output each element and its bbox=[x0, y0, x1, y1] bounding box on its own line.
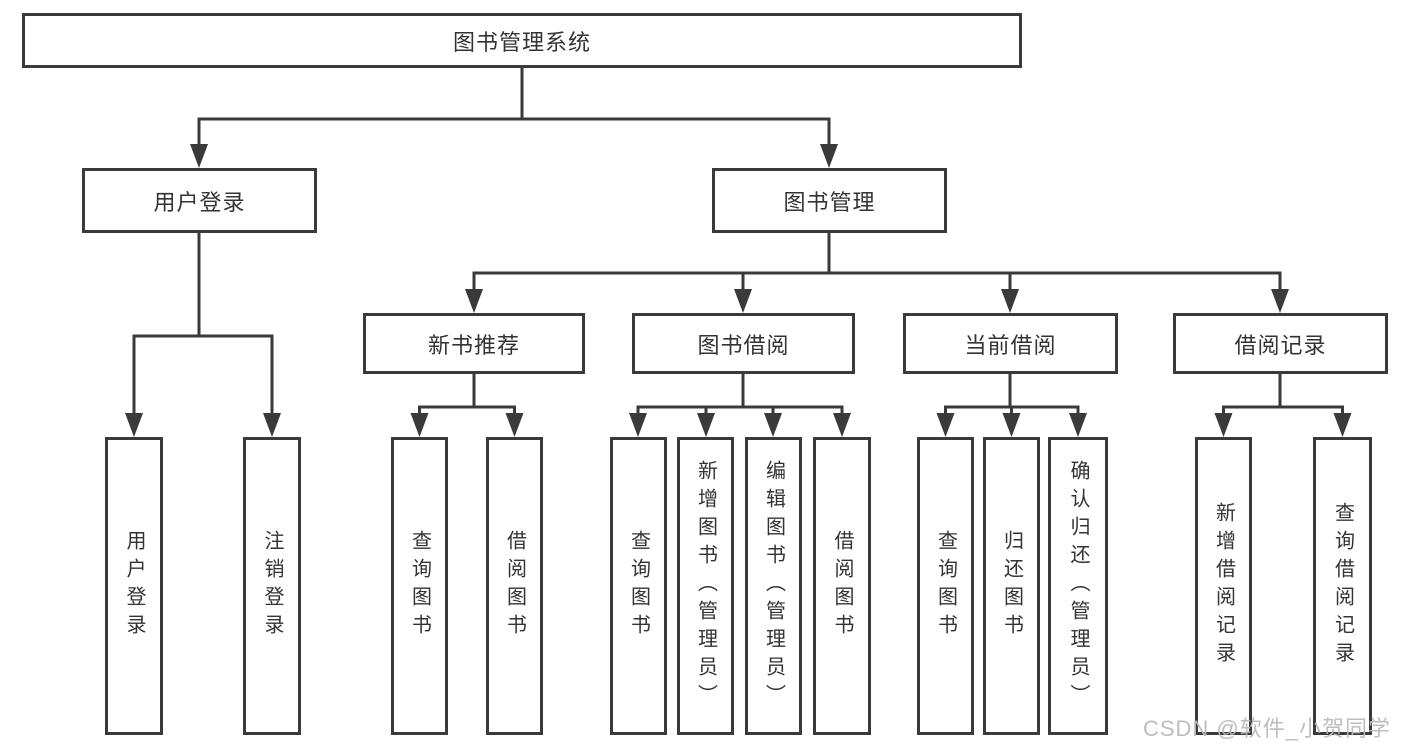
node-book-borrow: 图书借阅 bbox=[632, 313, 855, 374]
leaf-user-login: 用户登录 bbox=[105, 437, 163, 735]
leaf-return-book-label: 归还图书 bbox=[1000, 530, 1023, 642]
node-book-borrow-label: 图书借阅 bbox=[697, 332, 790, 358]
leaf-add-borrow-record-label: 新增借阅记录 bbox=[1212, 502, 1235, 670]
node-current-borrow-label: 当前借阅 bbox=[964, 332, 1057, 358]
leaf-logout-label: 注销登录 bbox=[261, 530, 283, 642]
leaf-edit-book-admin: 编辑图书（管理员） bbox=[745, 437, 802, 735]
leaf-query-books-current-label: 查询图书 bbox=[934, 530, 957, 642]
leaf-return-book: 归还图书 bbox=[983, 437, 1040, 735]
leaf-query-books-current: 查询图书 bbox=[917, 437, 974, 735]
node-root-label: 图书管理系统 bbox=[452, 29, 591, 55]
node-book-management-label: 图书管理 bbox=[783, 189, 876, 215]
node-user-login: 用户登录 bbox=[82, 168, 317, 233]
leaf-query-borrow-record-label: 查询借阅记录 bbox=[1331, 502, 1354, 670]
leaf-query-borrow-record: 查询借阅记录 bbox=[1313, 437, 1372, 735]
leaf-query-books-recommend: 查询图书 bbox=[391, 437, 448, 735]
arrowheads bbox=[125, 144, 1352, 437]
node-root-system: 图书管理系统 bbox=[22, 13, 1022, 68]
leaf-borrow-books-recommend: 借阅图书 bbox=[486, 437, 543, 735]
leaf-user-login-label: 用户登录 bbox=[123, 530, 145, 642]
leaf-add-book-admin-label: 新增图书（管理员） bbox=[694, 460, 717, 712]
node-current-borrow: 当前借阅 bbox=[903, 313, 1118, 374]
leaf-borrow-books: 借阅图书 bbox=[813, 437, 871, 735]
leaf-confirm-return-admin-label: 确认归还（管理员） bbox=[1067, 460, 1089, 712]
node-borrow-records: 借阅记录 bbox=[1173, 313, 1388, 374]
node-borrow-records-label: 借阅记录 bbox=[1234, 332, 1327, 358]
leaf-add-book-admin: 新增图书（管理员） bbox=[677, 437, 734, 735]
node-new-book-recommend-label: 新书推荐 bbox=[427, 332, 520, 358]
node-new-book-recommend: 新书推荐 bbox=[363, 313, 585, 374]
leaf-edit-book-admin-label: 编辑图书（管理员） bbox=[762, 460, 785, 712]
leaf-query-books-borrow: 查询图书 bbox=[610, 437, 667, 735]
leaf-confirm-return-admin: 确认归还（管理员） bbox=[1048, 437, 1108, 735]
leaf-add-borrow-record: 新增借阅记录 bbox=[1195, 437, 1252, 735]
csdn-watermark: CSDN @软件_小贺同学 bbox=[1142, 716, 1391, 741]
node-book-management: 图书管理 bbox=[712, 168, 947, 233]
leaf-query-books-recommend-label: 查询图书 bbox=[408, 530, 431, 642]
leaf-query-books-borrow-label: 查询图书 bbox=[627, 530, 650, 642]
leaf-borrow-books-label: 借阅图书 bbox=[831, 530, 853, 642]
leaf-logout: 注销登录 bbox=[243, 437, 301, 735]
node-user-login-label: 用户登录 bbox=[153, 189, 246, 215]
leaf-borrow-books-recommend-label: 借阅图书 bbox=[503, 530, 526, 642]
